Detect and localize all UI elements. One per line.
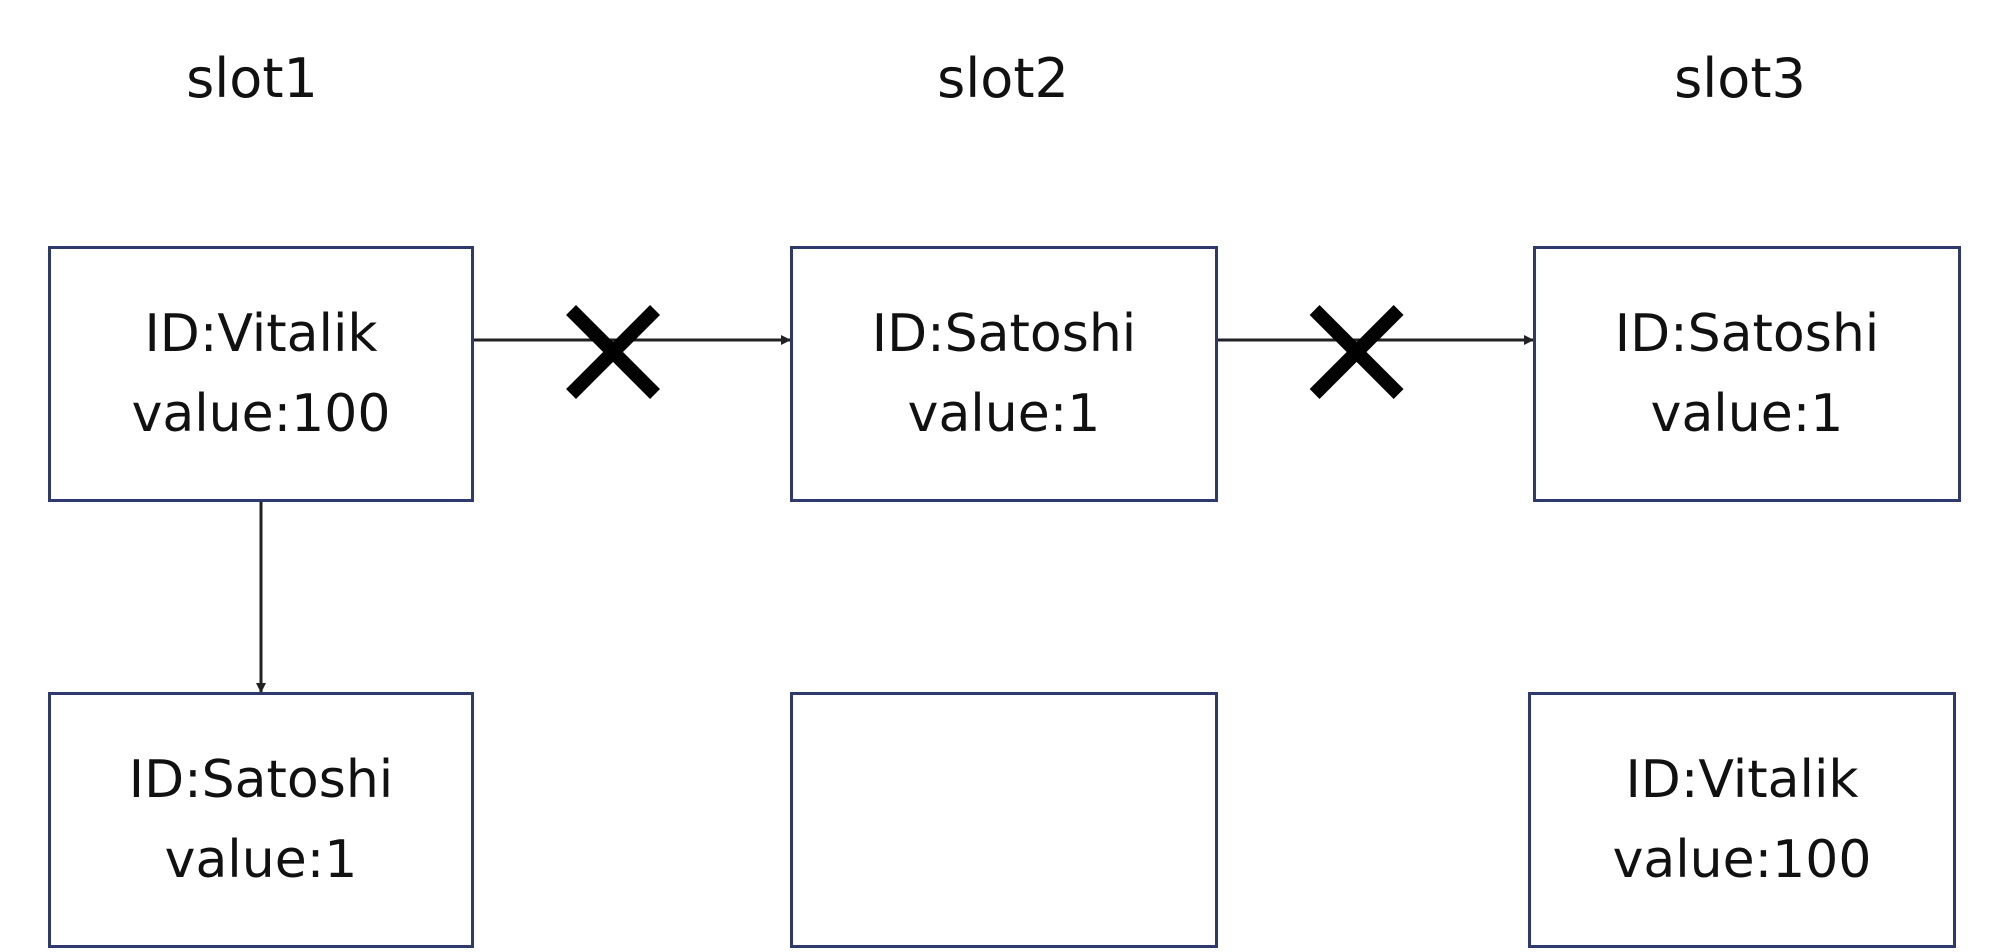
node-id: ID:Satoshi <box>1614 304 1880 364</box>
node-slot2-top: ID:Satoshi value:1 <box>790 246 1218 502</box>
node-value: value:100 <box>1612 830 1872 890</box>
node-id: ID:Vitalik <box>1625 750 1859 810</box>
node-value: value:1 <box>1650 384 1844 444</box>
node-value: value:100 <box>131 384 391 444</box>
slot1-label: slot1 <box>186 47 318 110</box>
node-id: ID:Satoshi <box>128 750 394 810</box>
node-slot3-bottom: ID:Vitalik value:100 <box>1528 692 1956 948</box>
node-slot1-bottom: ID:Satoshi value:1 <box>48 692 474 948</box>
node-value: value:1 <box>164 830 358 890</box>
node-id: ID:Satoshi <box>871 304 1137 364</box>
node-value: value:1 <box>907 384 1101 444</box>
node-id: ID:Vitalik <box>144 304 378 364</box>
cross-mark-icon <box>1309 305 1404 399</box>
cross-mark-icon <box>566 305 660 399</box>
node-slot3-top: ID:Satoshi value:1 <box>1533 246 1961 502</box>
slot3-label: slot3 <box>1674 47 1806 110</box>
node-slot2-bottom-empty <box>790 692 1218 948</box>
node-slot1-top: ID:Vitalik value:100 <box>48 246 474 502</box>
slot2-label: slot2 <box>937 47 1069 110</box>
